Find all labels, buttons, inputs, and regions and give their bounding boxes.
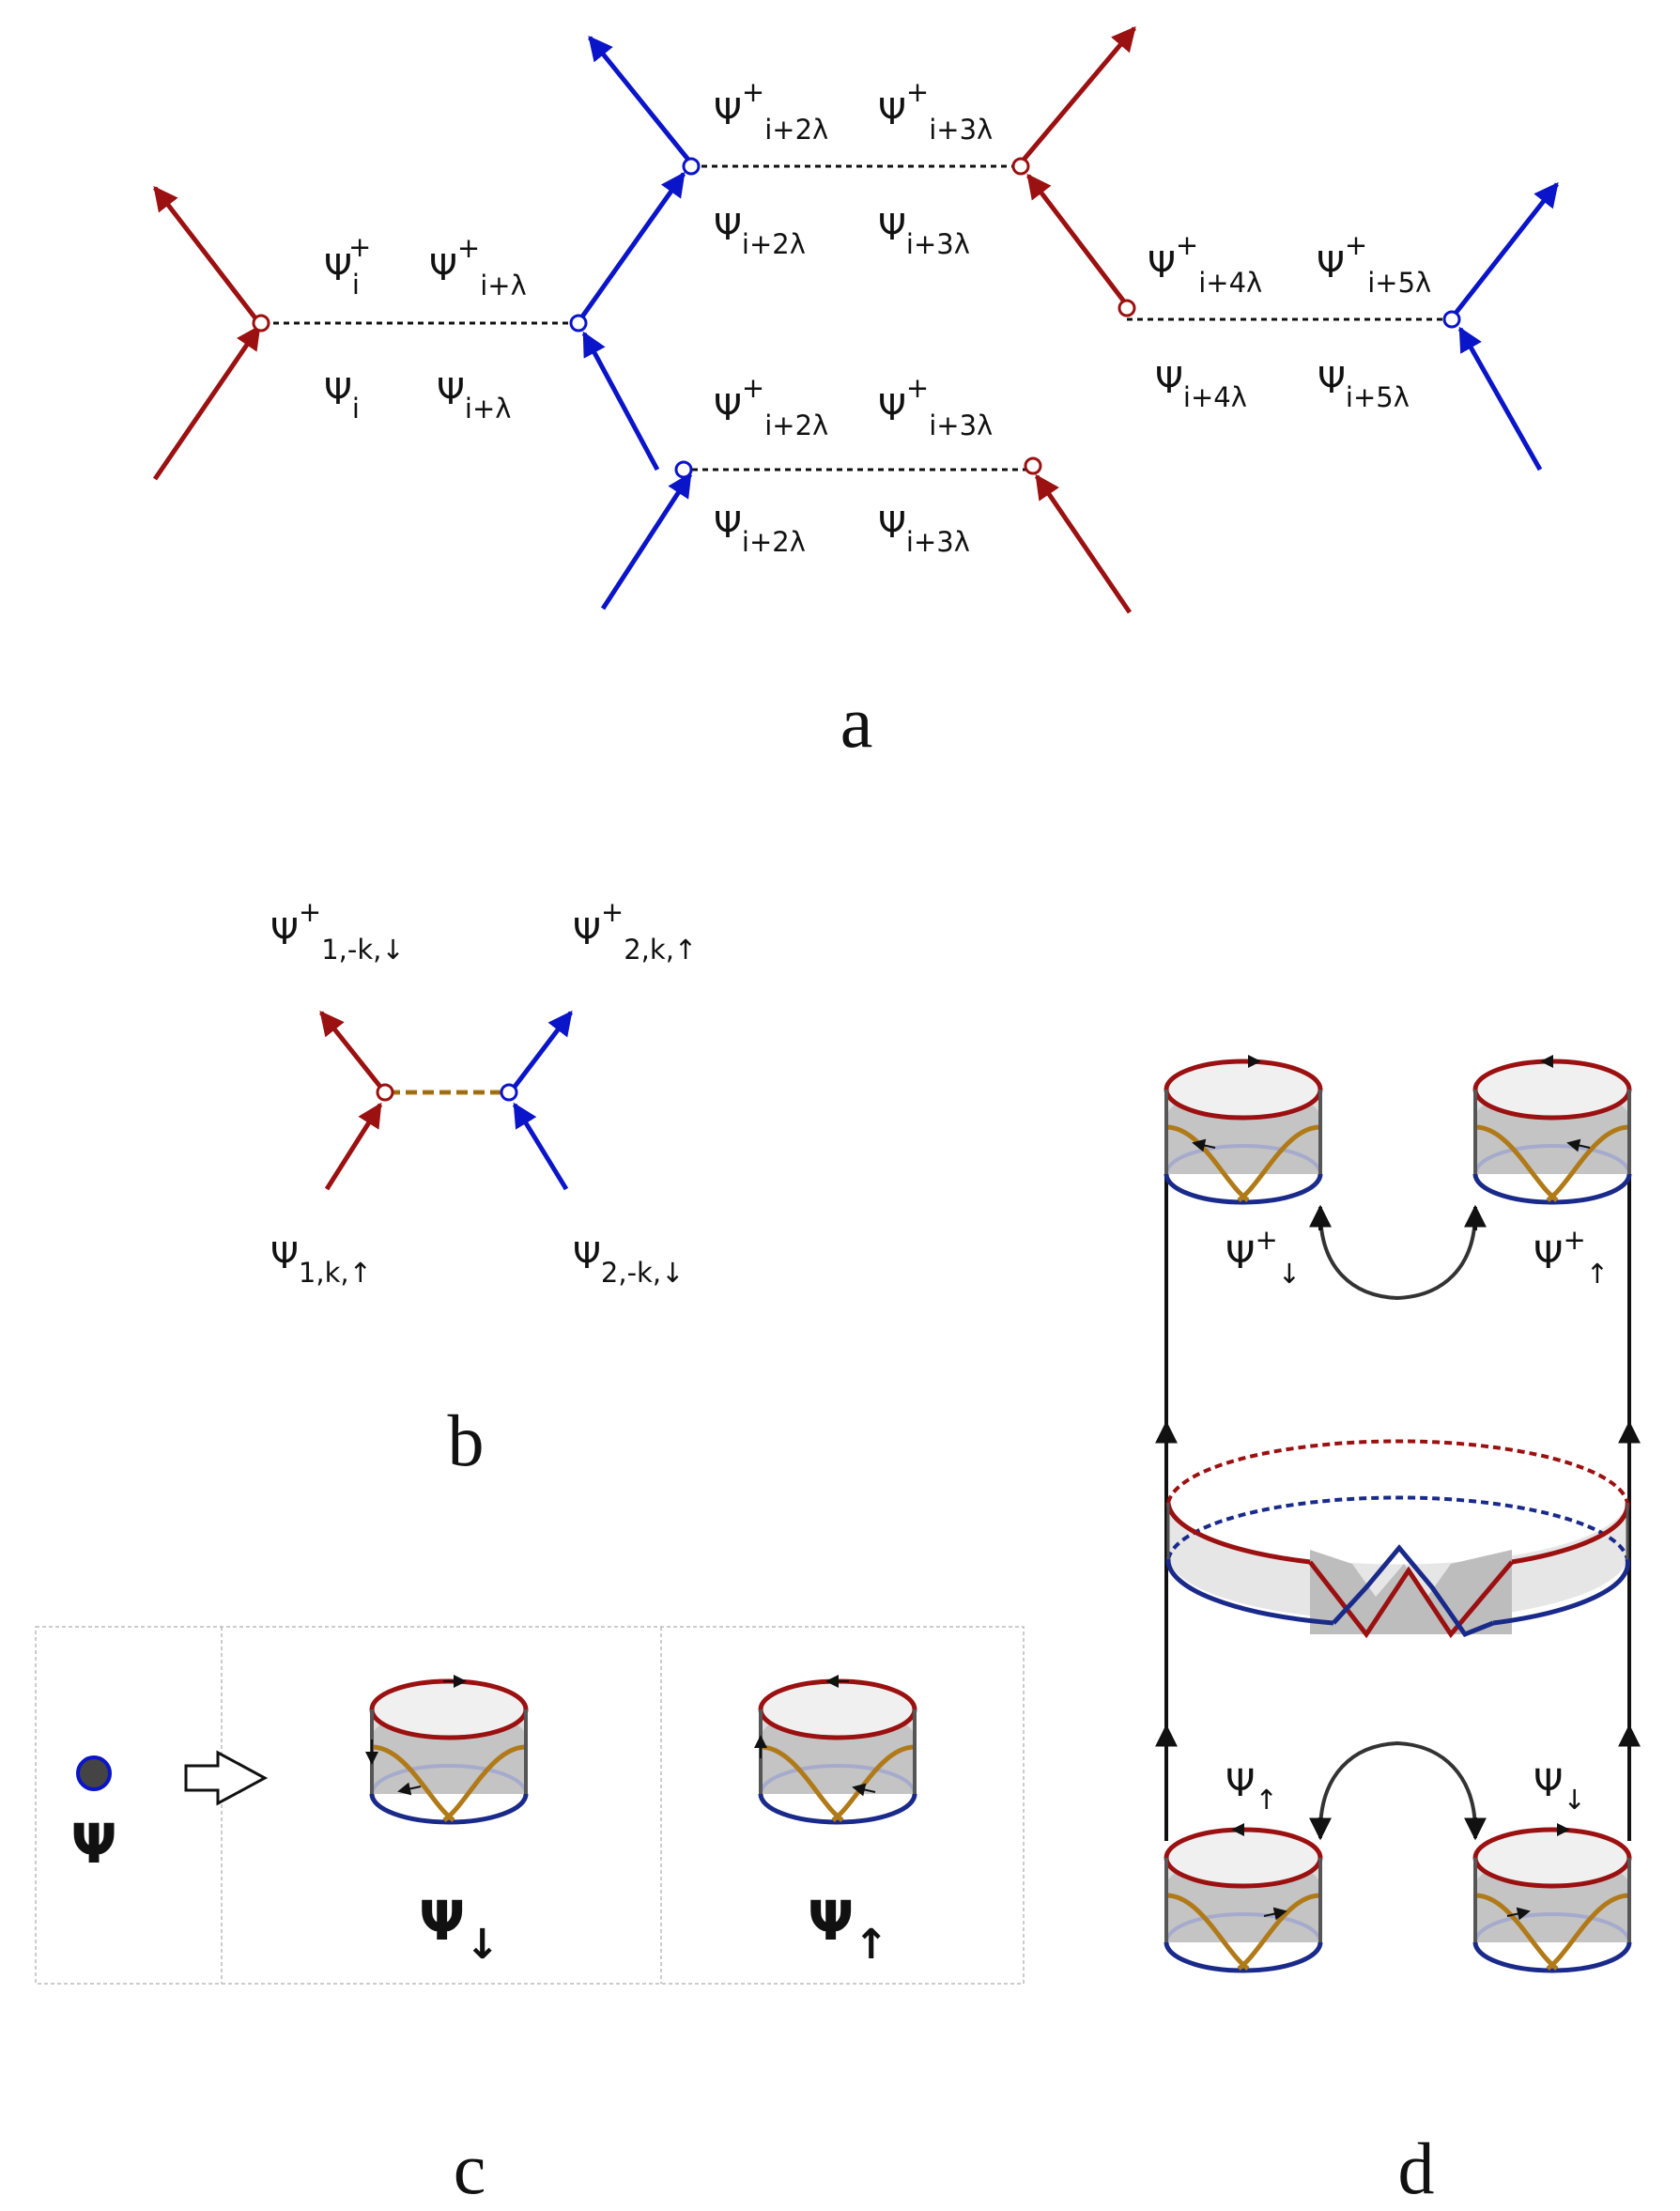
vertex-node	[376, 1083, 394, 1102]
psi-label: Ψ↓	[419, 1889, 500, 1969]
vertex-node	[1024, 456, 1042, 475]
psi-label: Ψ↓	[1534, 1762, 1586, 1816]
creation-arc	[1318, 1740, 1477, 1832]
psi-label: Ψi+3λ	[878, 504, 970, 558]
panel-b: Ψ+1,-k,↓ Ψ+2,k,↑ Ψ1,k,↑ Ψ2,-k,↓ b	[270, 896, 697, 1481]
arrow-line	[588, 35, 690, 162]
psi-label: Ψ+i+5λ	[1317, 229, 1431, 299]
vertex-node	[569, 314, 588, 332]
pair-ring	[1165, 1439, 1630, 1639]
psi-label: Ψi+λ	[437, 371, 511, 425]
arrow-line	[512, 1102, 569, 1191]
panel-c-frame	[35, 1626, 1025, 1985]
transform-arrow-icon	[184, 1750, 269, 1806]
psi-label: Ψ1,k,↑	[270, 1235, 372, 1289]
psi-label: Ψi+4λ	[1155, 360, 1247, 413]
arrow-line	[324, 1102, 383, 1191]
psi-label: Ψ	[70, 1812, 116, 1876]
arrow-line	[1457, 326, 1543, 472]
bottom-right-cylinder	[1475, 1823, 1629, 1971]
panel-c: Ψ Ψ↓ Ψ↑ c	[35, 1626, 1025, 2209]
psi-label: Ψ+1,-k,↓	[270, 896, 405, 966]
psi-label: Ψi+5λ	[1318, 360, 1410, 413]
psi-label: Ψi+3λ	[878, 207, 970, 260]
vertex-node	[682, 157, 701, 176]
psi-label: Ψ+i+λ	[429, 232, 527, 302]
arrow-line	[153, 185, 261, 325]
psi-label: Ψ+↑	[1534, 1224, 1609, 1290]
psi-label: Ψ+↓	[1225, 1224, 1301, 1290]
psi-label: Ψ+i+2λ	[714, 372, 828, 441]
vertex-node	[1011, 157, 1030, 176]
psi-label: Ψ↑	[1225, 1762, 1278, 1816]
psi-label: Ψ↑	[808, 1889, 888, 1969]
psi-label: Ψi+2λ	[714, 207, 806, 260]
spin-down-cylinder	[365, 1675, 526, 1822]
vertex-node	[252, 314, 270, 332]
bottom-left-cylinder	[1166, 1823, 1320, 1971]
arrow-line	[1022, 26, 1136, 162]
top-left-cylinder	[1166, 1055, 1320, 1202]
psi-label: Ψi+	[324, 231, 371, 301]
vertex-node	[500, 1083, 518, 1102]
psi-label: Ψ+i+2λ	[714, 76, 828, 146]
spin-up-cylinder	[754, 1675, 915, 1822]
arrow-line	[319, 1010, 382, 1089]
arrow-line	[581, 331, 660, 472]
vertex-node	[674, 460, 693, 479]
panel-caption: d	[1398, 2127, 1435, 2209]
vertex-node	[1117, 299, 1136, 317]
psi-label: Ψi+2λ	[714, 504, 806, 558]
arrow-line	[600, 472, 693, 611]
top-right-cylinder	[1475, 1055, 1629, 1202]
arrow-line	[1452, 181, 1559, 317]
psi-label: Ψ+2,k,↑	[573, 896, 697, 966]
vertex-node	[1442, 310, 1461, 329]
panel-caption: c	[454, 2127, 486, 2209]
arrow-line	[1026, 173, 1129, 307]
psi-label: Ψ+i+4λ	[1148, 229, 1262, 299]
psi-label: Ψ+i+3λ	[878, 76, 993, 146]
arrow-line	[578, 171, 686, 321]
panel-caption: b	[448, 1399, 485, 1481]
panel-d: Ψ+↓ Ψ+↑ Ψ↑ Ψ↓	[1155, 1055, 1641, 2209]
panel-caption: a	[840, 681, 873, 763]
arrow-line	[152, 324, 262, 481]
panel-a: Ψi+ Ψ+i+λ Ψi Ψi+λ Ψ+i+2λ Ψ+i+3λ Ψi+2λ Ψi…	[152, 26, 1559, 763]
psi-label: Ψi	[324, 371, 360, 425]
psi-label: Ψ2,-k,↓	[573, 1235, 684, 1289]
psi-label: Ψ+i+3λ	[878, 372, 993, 441]
arrow-line	[1034, 473, 1133, 614]
annihilation-arc	[1318, 1211, 1477, 1301]
particle-dot	[76, 1755, 112, 1791]
arrow-line	[513, 1010, 573, 1089]
